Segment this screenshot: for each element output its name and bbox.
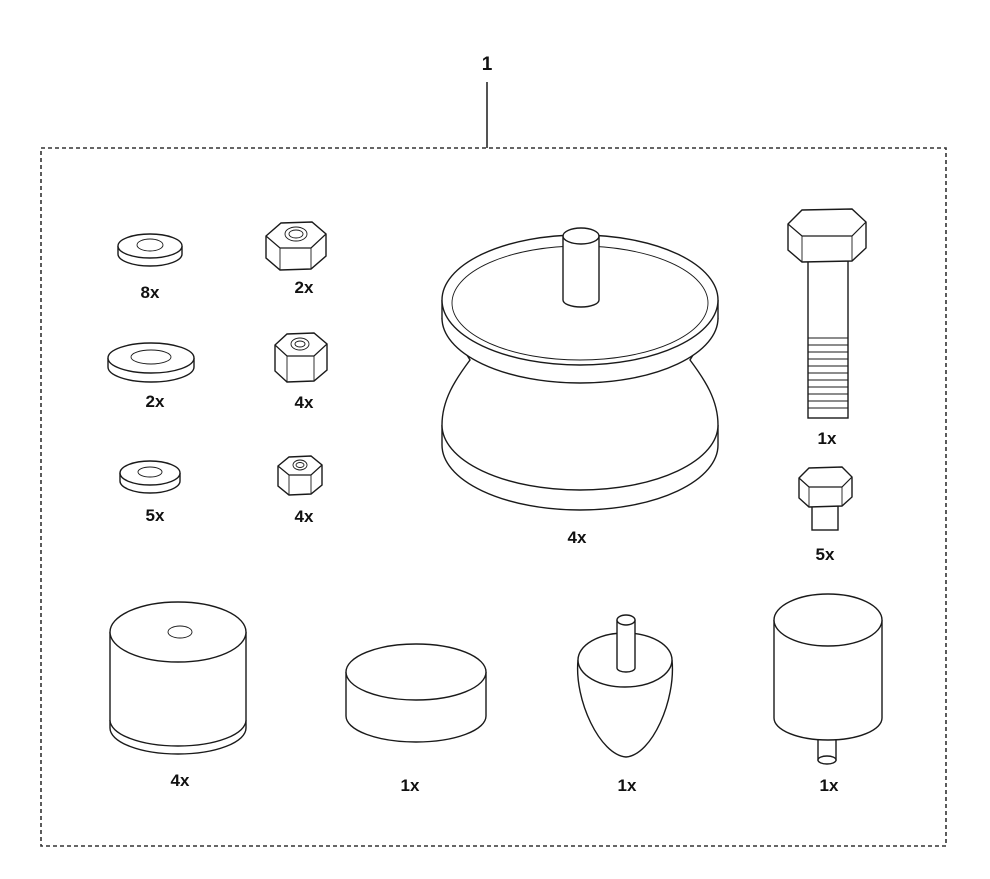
qty-label: 1x xyxy=(618,776,637,795)
kit-border xyxy=(40,147,947,847)
rubber-pad[interactable] xyxy=(345,643,487,743)
qty-label: 5x xyxy=(816,545,835,564)
qty-label: 4x xyxy=(295,393,314,412)
qty-label: 1x xyxy=(401,776,420,795)
qty-label: 4x xyxy=(171,771,190,790)
hex-nut-small[interactable] xyxy=(277,455,323,496)
hex-nut-large[interactable] xyxy=(265,221,327,271)
hex-bolt-short[interactable] xyxy=(798,466,853,531)
washer-wide[interactable] xyxy=(107,342,195,383)
bump-stop-cone[interactable] xyxy=(576,614,674,758)
bump-stop-cylinder[interactable] xyxy=(773,593,883,765)
qty-label: 2x xyxy=(146,392,165,411)
qty-label: 1x xyxy=(818,429,837,448)
qty-label: 1x xyxy=(820,776,839,795)
hex-nut-medium[interactable] xyxy=(274,332,328,383)
washer-large-flat[interactable] xyxy=(117,233,183,267)
washer-small[interactable] xyxy=(119,460,181,494)
qty-label: 5x xyxy=(146,506,165,525)
qty-label: 4x xyxy=(568,528,587,547)
qty-label: 8x xyxy=(141,283,160,302)
rubber-mount-large[interactable] xyxy=(441,227,719,511)
qty-label: 4x xyxy=(295,507,314,526)
cylinder-mount[interactable] xyxy=(109,601,247,755)
hex-bolt-long[interactable] xyxy=(787,208,867,419)
qty-label: 2x xyxy=(295,278,314,297)
callout-number: 1 xyxy=(482,54,493,75)
